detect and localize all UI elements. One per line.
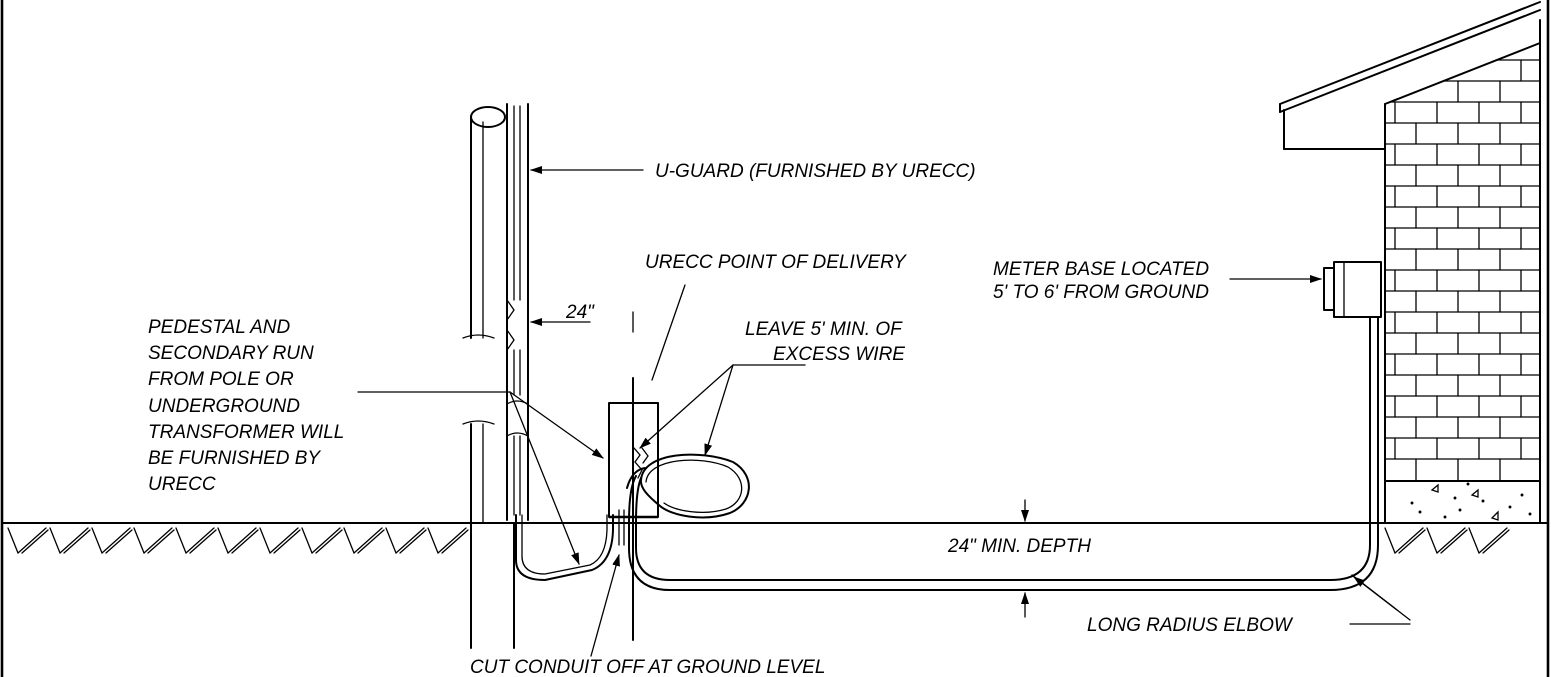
pedestal-label-line2: SECONDARY RUN xyxy=(148,343,314,364)
u-guard-label: U-GUARD (FURNISHED BY URECC) xyxy=(655,161,976,182)
pedestal-label-line4: UNDERGROUND xyxy=(148,396,300,417)
dimension-24-label: 24" xyxy=(565,302,595,323)
pedestal-label-line5: TRANSFORMER WILL xyxy=(148,422,344,443)
labels: U-GUARD (FURNISHED BY URECC) URECC POINT… xyxy=(148,161,1294,677)
leave-wire-label-line2: EXCESS WIRE xyxy=(773,344,905,365)
min-depth-label: 24" MIN. DEPTH xyxy=(947,536,1091,557)
ground-surface xyxy=(1,522,1549,554)
meter-base-label-line2: 5' TO 6' FROM GROUND xyxy=(993,282,1209,303)
pedestal-label-line7: URECC xyxy=(148,474,216,495)
excess-wire-coil xyxy=(633,447,750,519)
house xyxy=(1279,1,1541,524)
cut-conduit-label: CUT CONDUIT OFF AT GROUND LEVEL xyxy=(470,657,825,677)
concrete-foundation xyxy=(1410,482,1532,521)
meter-base xyxy=(1323,261,1382,318)
pedestal-label-line1: PEDESTAL AND xyxy=(148,317,290,338)
pedestal-label-line6: BE FURNISHED BY xyxy=(148,448,321,469)
underground-conduit xyxy=(626,317,1379,591)
brick-wall xyxy=(1384,59,1541,481)
leader-lines xyxy=(357,166,1411,657)
leave-wire-label-line1: LEAVE 5' MIN. OF xyxy=(745,319,903,340)
ground-hatching xyxy=(7,527,1510,554)
pedestal xyxy=(608,377,659,641)
meter-base-label-line1: METER BASE LOCATED xyxy=(993,259,1209,280)
secondary-run-cable xyxy=(515,514,614,581)
point-of-delivery-label: URECC POINT OF DELIVERY xyxy=(645,252,907,273)
utility-pole xyxy=(462,106,506,649)
u-guard xyxy=(506,103,529,649)
long-radius-elbow-label: LONG RADIUS ELBOW xyxy=(1087,615,1294,636)
pedestal-label-line3: FROM POLE OR xyxy=(148,369,294,390)
